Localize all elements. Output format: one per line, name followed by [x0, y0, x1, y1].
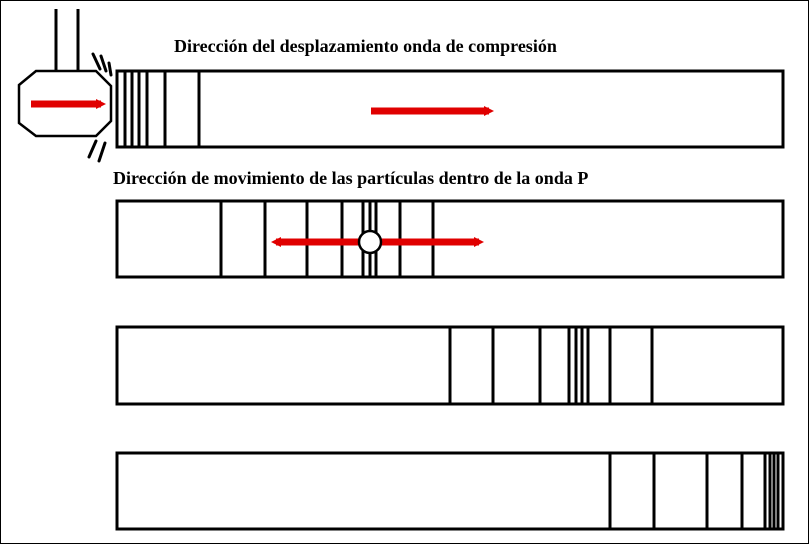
- bar-2: [115, 199, 785, 279]
- impact-mark: [99, 54, 108, 73]
- bar-3: [115, 325, 785, 406]
- compression-direction-caption: Dirección del desplazamiento onda de com…: [174, 36, 557, 56]
- impact-marks: [87, 52, 113, 163]
- impact-mark: [107, 61, 113, 77]
- bar-1: [115, 69, 785, 149]
- compression-lines: [123, 71, 201, 147]
- impact-mark: [97, 141, 107, 163]
- hammer: [17, 9, 113, 138]
- compression-lines: [608, 453, 780, 529]
- particle-direction-caption: Dirección de movimiento de las partícula…: [113, 168, 589, 188]
- particle-circle: [357, 229, 383, 255]
- bar-4: [115, 451, 785, 531]
- impact-mark: [91, 52, 102, 71]
- compression-lines: [448, 327, 654, 404]
- impact-mark: [87, 139, 98, 159]
- bar-outline: [115, 451, 785, 531]
